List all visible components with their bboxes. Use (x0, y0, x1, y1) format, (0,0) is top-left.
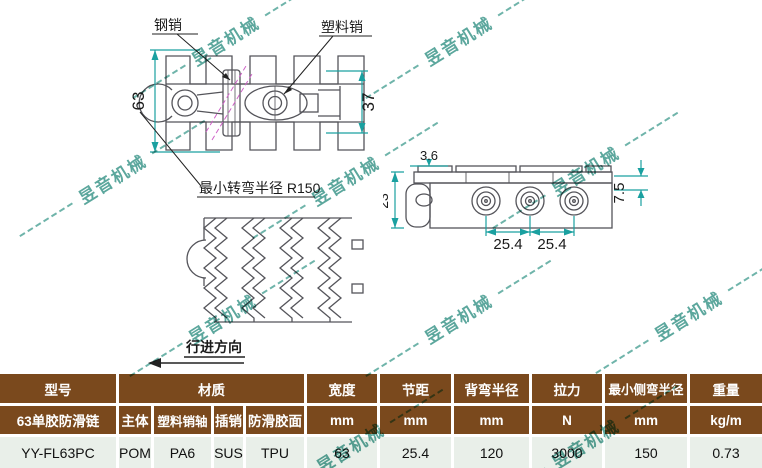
unit-weight: kg/m (690, 406, 762, 434)
unit-min-side: mm (605, 406, 687, 434)
direction-arrow-line (158, 356, 245, 364)
subheader-pin: 插销 (214, 406, 243, 434)
subheader-antislip-surface: 防滑胶面 (246, 406, 304, 434)
plastic-pin-leader-arrow-icon (284, 86, 292, 94)
direction-callout: 行进方向 (148, 339, 245, 368)
dim-pitch-1-text: 25.4 (493, 236, 522, 253)
unit-width: mm (307, 406, 377, 434)
dim-63-text: 63 (129, 92, 148, 111)
pin-boss-2 (515, 186, 545, 216)
direction-label: 行进方向 (185, 339, 242, 355)
value-weight: 0.73 (690, 437, 762, 468)
unit-tension: N (532, 406, 602, 434)
watermark-dash (595, 339, 649, 374)
dimension-pitch: 25.4 25.4 (485, 216, 575, 253)
value-pin: SUS (214, 437, 243, 468)
watermark-dash (497, 0, 551, 16)
chain-plan-outline (138, 55, 365, 151)
subheader-body: 主体 (119, 406, 151, 434)
value-tension: 3000 (532, 437, 602, 468)
value-antislip-surface: TPU (246, 437, 304, 468)
pin-boss-1 (471, 186, 501, 216)
direction-arrow-icon (148, 358, 161, 368)
bottom-view-drawing: 行进方向 (148, 217, 364, 368)
value-back-bend-radius: 120 (454, 437, 529, 468)
value-model: YY-FL63PC (0, 437, 116, 468)
header-tension: 拉力 (532, 374, 602, 403)
plastic-pin-callout: 塑料销 (283, 19, 372, 95)
spec-table: 型号 材质 宽度 节距 背弯半径 拉力 最小侧弯半径 重量 63单胶防滑链 主体… (0, 374, 762, 468)
dim-pitch-2-text: 25.4 (537, 236, 566, 253)
watermark: 昱音机械 (589, 247, 762, 384)
header-width: 宽度 (307, 374, 377, 403)
pin-centerline (205, 65, 253, 141)
subheader-plastic-pin-shaft: 塑料销轴 (154, 406, 211, 434)
dimension-63: 63 (129, 49, 220, 153)
subheader-model: 63单胶防滑链 (0, 406, 116, 434)
value-pitch: 25.4 (380, 437, 451, 468)
chain-underside-outline (186, 217, 364, 323)
value-width: 63 (307, 437, 377, 468)
dim-3-6-text: 3.6 (420, 148, 438, 163)
watermark-text: 昱音机械 (651, 288, 727, 345)
watermark-text: 昱音机械 (421, 13, 497, 70)
value-body: POM (119, 437, 151, 468)
watermark-text: 昱音机械 (421, 291, 497, 348)
unit-pitch: mm (380, 406, 451, 434)
steel-pin-leader-line (152, 33, 231, 81)
watermark-dash (497, 259, 551, 294)
chain-side-outline (405, 165, 613, 229)
side-view-drawing: 23 3.6 7.5 25.4 25.4 (383, 148, 648, 253)
dimension-3-6: 3.6 (410, 148, 448, 167)
header-pitch: 节距 (380, 374, 451, 403)
dimension-23: 23 (383, 171, 404, 229)
dim-37-text: 37 (359, 93, 378, 112)
steel-pin-callout: 钢销 (152, 17, 231, 81)
value-plastic-pin-shaft: PA6 (154, 437, 211, 468)
min-turn-radius-callout: 最小转弯半径 R150 (139, 111, 321, 198)
header-material: 材质 (119, 374, 304, 403)
plastic-pin-label: 塑料销 (321, 19, 363, 35)
watermark-dash (727, 256, 762, 291)
value-min-side-bend-radius: 150 (605, 437, 687, 468)
header-weight: 重量 (690, 374, 762, 403)
min-turn-radius-leader-line (139, 111, 315, 198)
dimension-37: 37 (326, 70, 378, 134)
header-back-bend-radius: 背弯半径 (454, 374, 529, 403)
header-model: 型号 (0, 374, 116, 403)
plastic-pin-leader-line (283, 35, 372, 95)
watermark: 昱音机械 (359, 250, 557, 387)
dimension-7-5: 7.5 (611, 160, 648, 206)
unit-back-bend: mm (454, 406, 529, 434)
pin-boss-3 (559, 186, 589, 216)
steel-pin-leader-arrow-icon (222, 73, 230, 80)
dim-7-5-text: 7.5 (611, 183, 628, 204)
dim-23-text: 23 (383, 193, 391, 209)
top-view-drawing: 63 37 钢销 塑料销 最小转弯半径 R150 (129, 17, 378, 198)
header-min-side-bend-radius: 最小侧弯半径 (605, 374, 687, 403)
min-turn-radius-label: 最小转弯半径 R150 (199, 180, 321, 196)
steel-pin-label: 钢销 (154, 17, 182, 33)
